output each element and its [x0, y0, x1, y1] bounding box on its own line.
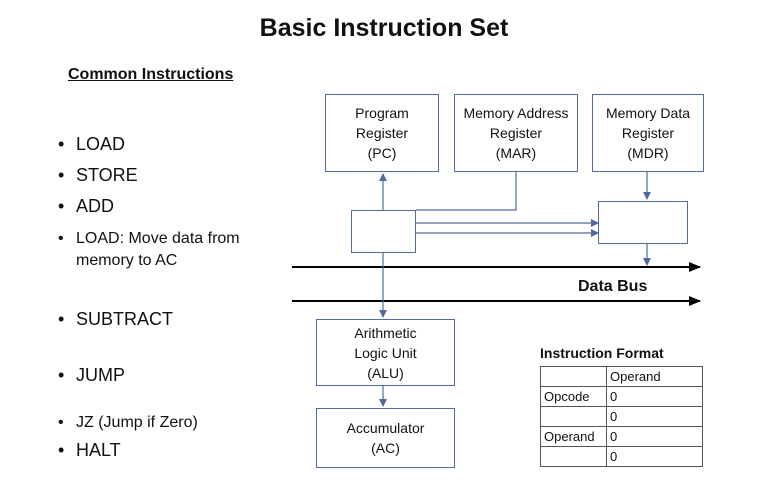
bullet-item: • STORE [58, 164, 138, 187]
table-cell: Operand [606, 366, 703, 387]
table-row: Operand [540, 366, 703, 387]
mdr-buffer-box [598, 201, 688, 244]
bullet-dot: • [58, 440, 65, 460]
table-cell: 0 [606, 446, 703, 467]
wire-from-mar [416, 172, 517, 211]
bullet-dot: • [58, 165, 65, 185]
memory-address-register-box: Memory Address Register (MAR) [454, 94, 578, 172]
list-heading: Common Instructions [68, 66, 234, 83]
bullet-item: • HALT [58, 439, 121, 462]
bullet-dot: • [58, 414, 64, 431]
table-cell: Operand [540, 426, 607, 447]
table-cell: 0 [606, 386, 703, 407]
memory-data-register-box: Memory Data Register (MDR) [592, 94, 704, 172]
bullet-dot: • [58, 230, 64, 247]
bullet-text: JZ (Jump if Zero) [76, 414, 198, 431]
table-cell: Opcode [540, 386, 607, 407]
table-row: 0 [540, 406, 703, 427]
slide-title: Basic Instruction Set [259, 14, 509, 42]
bullet-item: • JZ (Jump if Zero) [58, 412, 198, 434]
table-cell: 0 [606, 406, 703, 427]
table-cell [540, 406, 607, 427]
bullet-text: STORE [76, 165, 138, 185]
bullet-text: JUMP [76, 365, 125, 385]
bullet-text: ADD [76, 196, 115, 216]
table-row: 0 [540, 446, 703, 467]
bullet-item: • LOAD [58, 133, 125, 156]
bullet-dot: • [58, 196, 65, 216]
table-cell [540, 446, 607, 467]
bullet-text: HALT [76, 440, 121, 460]
program-register-box: Program Register (PC) [325, 94, 439, 172]
alu-box: Arithmetic Logic Unit (ALU) [316, 319, 455, 386]
data-bus-label: Data Bus [578, 278, 648, 295]
bullet-dot: • [58, 134, 65, 154]
accumulator-box: Accumulator (AC) [316, 408, 455, 468]
bullet-dot: • [58, 309, 65, 329]
bullet-item: • LOAD: Move data from memory to AC [58, 228, 240, 272]
table-cell: 0 [606, 426, 703, 447]
bullet-dot: • [58, 365, 65, 385]
bullet-text: LOAD: Move data from memory to AC [76, 230, 240, 269]
bullet-item: • SUBTRACT [58, 308, 173, 331]
bullet-item: • ADD [58, 195, 114, 218]
control-unit-box [351, 210, 416, 253]
bullet-item: • JUMP [58, 364, 125, 387]
bullet-text: SUBTRACT [76, 309, 174, 329]
instruction-format-title: Instruction Format [540, 345, 664, 361]
table-cell [540, 366, 607, 387]
bullet-text: LOAD [76, 134, 126, 154]
